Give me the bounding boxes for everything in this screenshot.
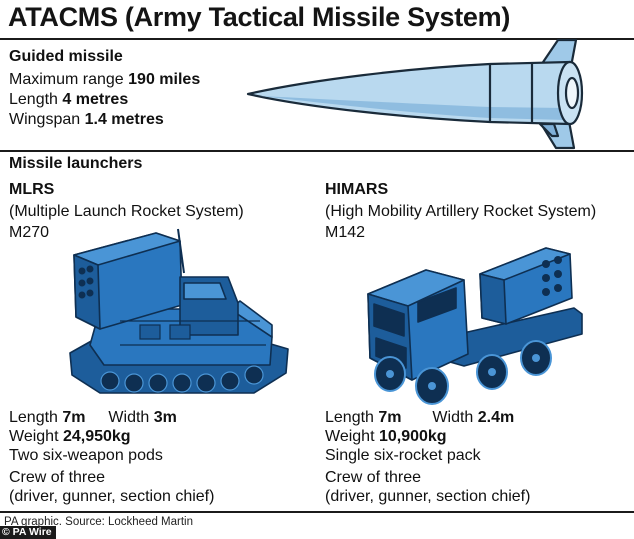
mlrs-crew: Crew of three [9,469,106,486]
himars-crew: Crew of three [325,469,422,486]
mlrs-width-label: Width [108,409,150,426]
mlrs-width-value: 3m [153,409,177,426]
mlrs-pods: Two six-weapon pods [9,447,163,464]
himars-length-label: Length [325,409,374,426]
himars-model: M142 [325,224,366,241]
himars-width-label: Width [432,409,474,426]
agency-credit-badge: © PA Wire [0,526,56,539]
section-divider [0,150,634,152]
missile-length-value: 4 metres [62,91,129,108]
himars-width-value: 2.4m [477,409,515,426]
missile-range-label: Maximum range [9,71,124,88]
himars-full-name: (High Mobility Artillery Rocket System) [325,203,597,220]
missile-range: Maximum range 190 miles [9,70,200,90]
page-title: ATACMS (Army Tactical Missile System) [8,2,511,32]
mlrs-name: MLRS [9,181,55,198]
himars-vehicle-illustration [367,247,583,405]
himars-name: HIMARS [325,181,389,198]
mlrs-dimensions: Length 7m Width 3m [9,408,177,428]
missile-length: Length 4 metres [9,90,128,110]
missile-wingspan: Wingspan 1.4 metres [9,110,164,130]
mlrs-full-name: (Multiple Launch Rocket System) [9,203,244,220]
mlrs-model: M270 [9,224,50,241]
mlrs-weight: Weight 24,950kg [9,427,131,447]
title-divider [0,38,634,40]
missile-length-label: Length [9,91,58,108]
mlrs-crew-detail: (driver, gunner, section chief) [9,488,215,505]
himars-crew-detail: (driver, gunner, section chief) [325,488,531,505]
himars-dimensions: Length 7m Width 2.4m [325,408,514,428]
missile-illustration [246,38,584,150]
footer-divider [0,511,634,513]
himars-weight: Weight 10,900kg [325,427,447,447]
mlrs-weight-value: 24,950kg [62,428,131,445]
missile-range-value: 190 miles [128,71,201,88]
missile-wingspan-value: 1.4 metres [84,111,164,128]
himars-weight-label: Weight [325,428,375,445]
missile-wingspan-label: Wingspan [9,111,81,128]
himars-length-value: 7m [378,409,402,426]
mlrs-length-value: 7m [62,409,86,426]
launchers-heading: Missile launchers [9,155,143,172]
mlrs-length-label: Length [9,409,58,426]
mlrs-vehicle-illustration [69,228,289,394]
himars-pods: Single six-rocket pack [325,447,481,464]
source-credit: PA graphic. Source: Lockheed Martin [4,516,194,528]
mlrs-weight-label: Weight [9,428,59,445]
missile-heading: Guided missile [9,48,123,65]
himars-weight-value: 10,900kg [378,428,447,445]
